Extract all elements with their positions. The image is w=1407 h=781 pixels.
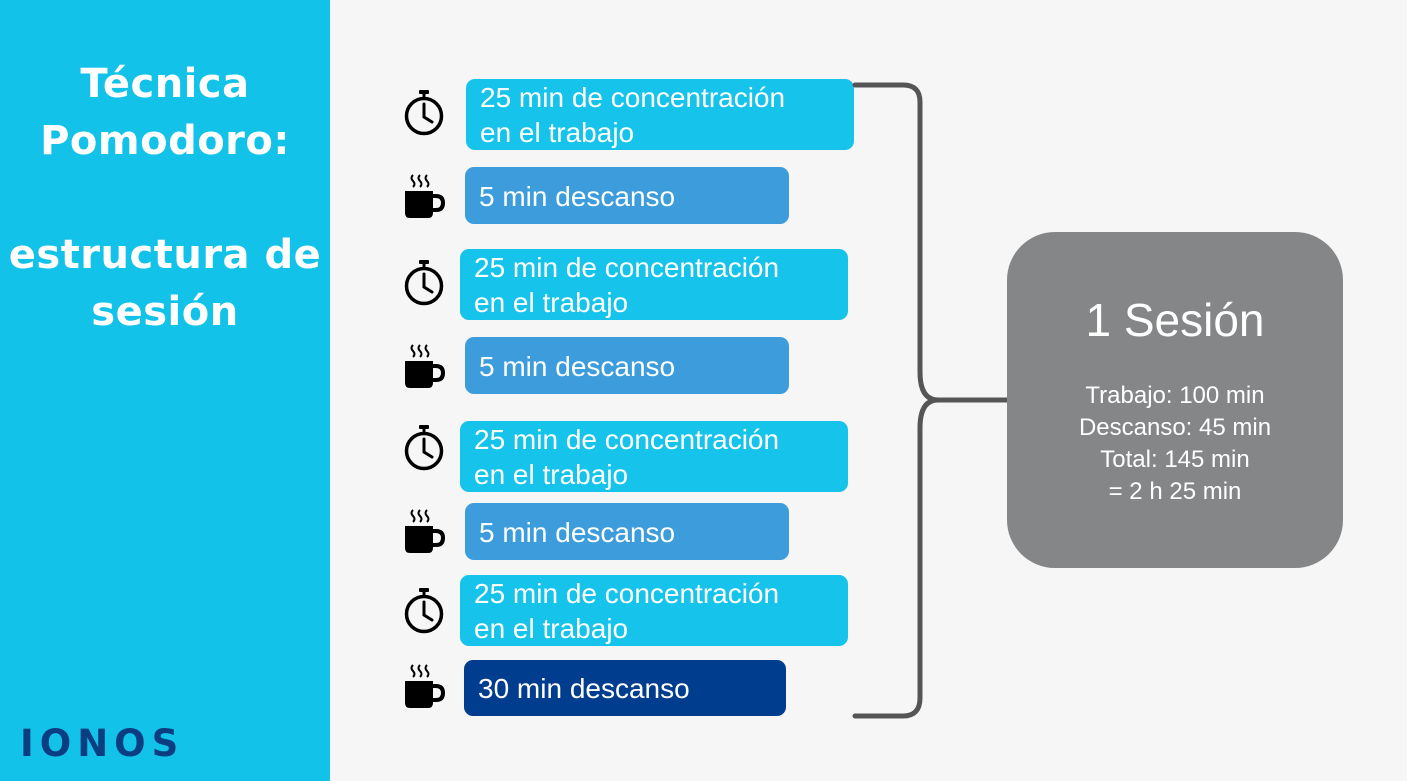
curly-bracket <box>852 82 1011 719</box>
stopwatch-icon <box>404 425 444 471</box>
step-break-1: 5 min descanso <box>465 167 789 224</box>
step-work-2: 25 min de concentración en el trabajo <box>460 249 848 320</box>
step-work-1: 25 min de concentración en el trabajo <box>466 79 854 150</box>
page-title: Técnica Pomodoro: estructura de sesión <box>0 56 330 341</box>
summary-line: Descanso: 45 min <box>1078 414 1272 441</box>
stopwatch-icon <box>404 588 444 634</box>
step-break-long: 30 min descanso <box>464 660 786 716</box>
stopwatch-icon <box>404 90 444 136</box>
title-line <box>0 170 330 227</box>
title-line: Pomodoro: <box>40 118 290 164</box>
coffee-cup-icon <box>405 509 446 553</box>
step-label: 25 min de concentración en el trabajo <box>474 424 780 490</box>
step-label: 5 min descanso <box>479 516 676 548</box>
title-line: estructura de <box>8 232 322 278</box>
step-label: 5 min descanso <box>479 350 676 382</box>
step-label: 25 min de concentración en el trabajo <box>474 578 780 644</box>
stopwatch-icon <box>404 260 444 306</box>
title-line: sesión <box>91 289 239 335</box>
step-label: 5 min descanso <box>479 180 676 212</box>
step-label: 30 min descanso <box>478 673 690 704</box>
summary-line: = 2 h 25 min <box>1108 478 1242 505</box>
step-work-3: 25 min de concentración en el trabajo <box>460 421 848 492</box>
session-summary: 1 Sesión Trabajo: 100 min Descanso: 45 m… <box>1007 232 1343 568</box>
step-label: 25 min de concentración en el trabajo <box>474 252 780 318</box>
summary-title: 1 Sesión <box>1085 294 1265 346</box>
summary-line: Total: 145 min <box>1100 446 1250 473</box>
step-work-4: 25 min de concentración en el trabajo <box>460 575 848 646</box>
coffee-cup-icon <box>405 664 446 708</box>
summary-details: Trabajo: 100 min Descanso: 45 min Total:… <box>1007 380 1343 508</box>
ionos-logo: IONOS <box>20 722 185 765</box>
sidebar: Técnica Pomodoro: estructura de sesión I… <box>0 0 330 781</box>
step-label: 25 min de concentración en el trabajo <box>480 82 786 148</box>
coffee-cup-icon <box>405 174 446 218</box>
step-break-3: 5 min descanso <box>465 503 789 560</box>
step-break-2: 5 min descanso <box>465 337 789 394</box>
coffee-cup-icon <box>405 344 446 388</box>
summary-line: Trabajo: 100 min <box>1085 382 1265 409</box>
title-line: Técnica <box>80 61 250 107</box>
